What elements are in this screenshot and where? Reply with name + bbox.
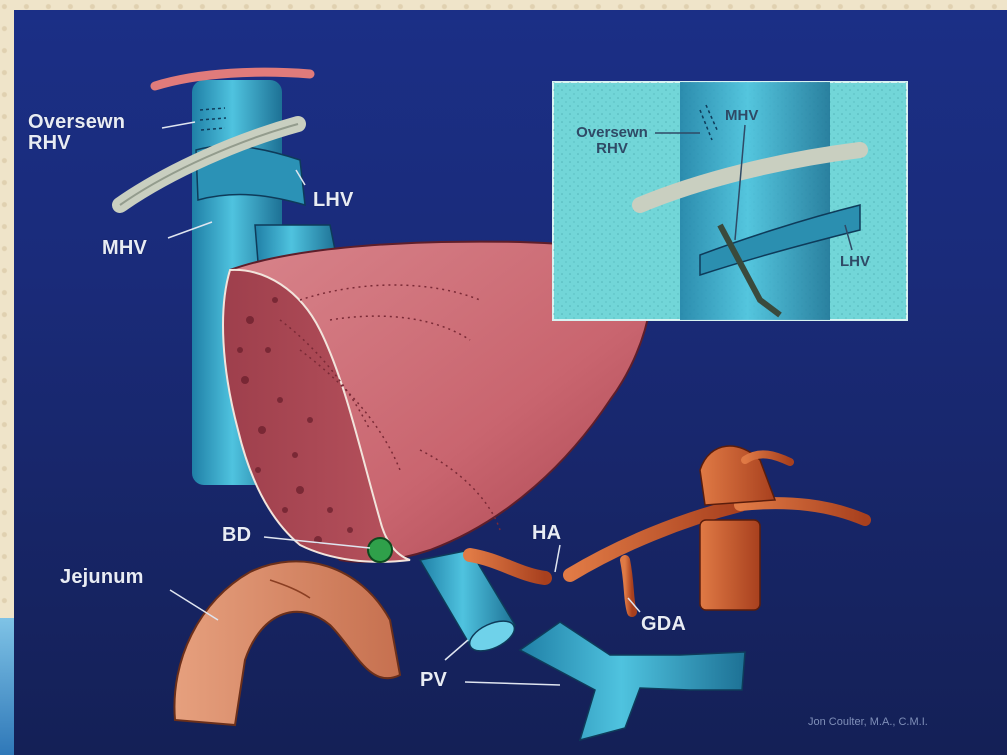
label-lhv: LHV	[313, 190, 354, 211]
bile-duct	[368, 538, 392, 562]
label-pv: PV	[420, 670, 447, 691]
inset-label-oversewn-rhv: Oversewn RHV	[562, 125, 662, 157]
label-bd: BD	[222, 525, 251, 546]
inset-label-mhv: MHV	[725, 108, 758, 124]
inset-label-lhv: LHV	[840, 254, 870, 270]
illustrator-credit: Jon Coulter, M.A., C.M.I.	[808, 716, 928, 728]
label-gda: GDA	[641, 614, 686, 635]
label-mhv: MHV	[102, 238, 147, 259]
portal-vein-branch	[520, 622, 745, 740]
label-oversewn-rhv: Oversewn RHV	[28, 112, 158, 154]
label-ha: HA	[532, 523, 561, 544]
label-jejunum: Jejunum	[60, 567, 144, 588]
jejunum	[174, 561, 400, 725]
